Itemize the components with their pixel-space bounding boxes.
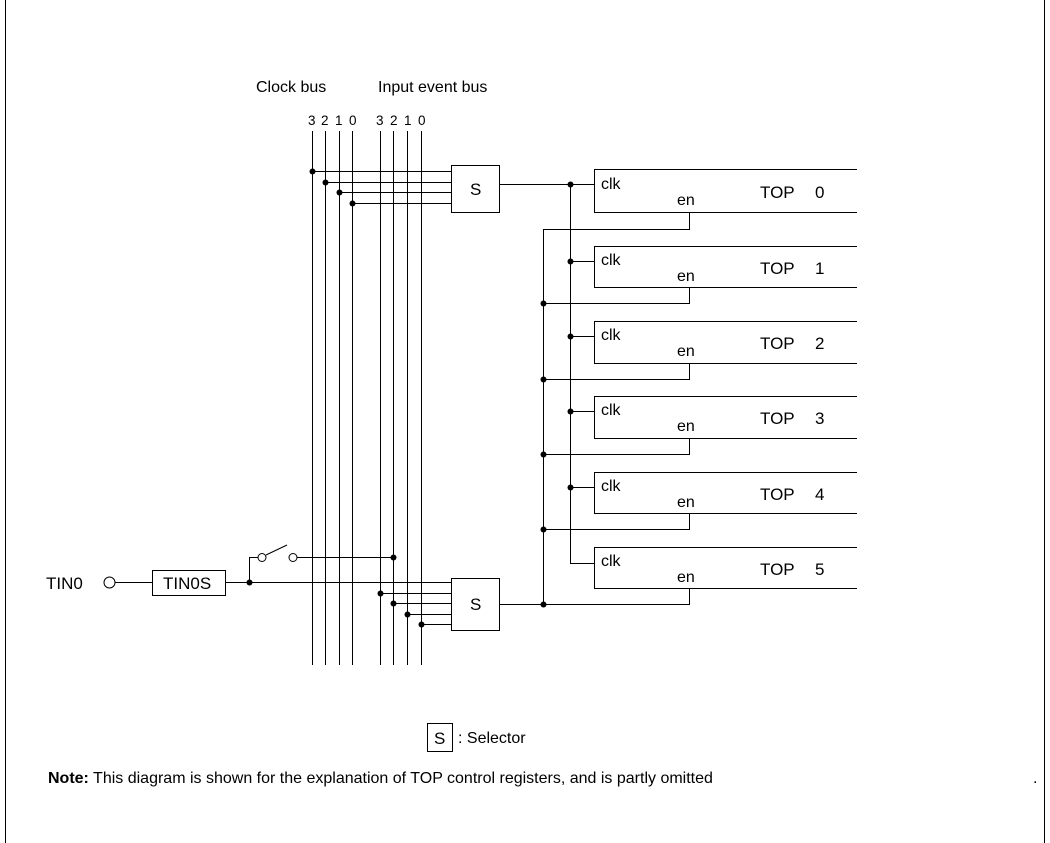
bus-bit-label: 2 bbox=[390, 113, 398, 128]
bus-bit-label: 3 bbox=[376, 113, 384, 128]
register-index: 2 bbox=[815, 334, 824, 353]
bus-bit-labels: 3 2 1 0 3 2 1 0 bbox=[308, 113, 426, 128]
bus-bit-label: 1 bbox=[335, 113, 343, 128]
frame-border bbox=[5, 0, 1045, 843]
clk-label: clk bbox=[601, 553, 622, 570]
selector-legend: S : Selector bbox=[427, 723, 526, 752]
top-register-0: clk en TOP 0 bbox=[594, 169, 857, 230]
register-name: TOP bbox=[760, 259, 795, 278]
register-index: 4 bbox=[815, 485, 824, 504]
note-label: Note: bbox=[48, 770, 89, 787]
en-label: en bbox=[677, 343, 695, 360]
tin0s-label: TIN0S bbox=[163, 574, 211, 593]
clock-selector-label: S bbox=[470, 180, 481, 199]
clk-label: clk bbox=[601, 176, 622, 193]
top-register-1: clk en TOP 1 bbox=[594, 246, 857, 304]
note-text: Note: This diagram is shown for the expl… bbox=[48, 770, 1048, 788]
legend-selector-symbol-box bbox=[427, 723, 453, 752]
register-name: TOP bbox=[760, 334, 795, 353]
en-label: en bbox=[677, 418, 695, 435]
legend-symbol: S bbox=[434, 729, 445, 748]
register-index: 0 bbox=[815, 183, 824, 202]
register-name: TOP bbox=[760, 409, 795, 428]
bus-bit-label: 1 bbox=[404, 113, 412, 128]
top-register-3: clk en TOP 3 bbox=[594, 396, 857, 455]
enable-selector-box bbox=[451, 578, 500, 631]
en-label: en bbox=[677, 569, 695, 586]
en-label: en bbox=[677, 192, 695, 209]
note-trailing-period: . bbox=[1033, 770, 1038, 787]
note-body: This diagram is shown for the explanatio… bbox=[88, 770, 713, 787]
clock-selector-box bbox=[451, 165, 500, 213]
legend-text: : Selector bbox=[458, 730, 526, 747]
bus-bit-label: 0 bbox=[418, 113, 426, 128]
tin0-label: TIN0 bbox=[46, 574, 83, 593]
register-name: TOP bbox=[760, 183, 795, 202]
top-register-4: clk en TOP 4 bbox=[594, 472, 857, 530]
bottom-selector-inputs bbox=[377, 590, 451, 628]
tin0s-box bbox=[152, 570, 226, 596]
register-index: 1 bbox=[815, 259, 824, 278]
top-register-2: clk en TOP 2 bbox=[594, 321, 857, 380]
input-event-bus-label: Input event bus bbox=[378, 79, 487, 96]
bus-bit-label: 3 bbox=[308, 113, 316, 128]
clock-bus-lines bbox=[312, 131, 353, 665]
input-event-bus-lines bbox=[380, 131, 422, 665]
en-label: en bbox=[677, 268, 695, 285]
register-index: 5 bbox=[815, 560, 824, 579]
enable-selector-label: S bbox=[470, 595, 481, 614]
tin0-pin-icon bbox=[103, 576, 116, 589]
clock-bus-label: Clock bus bbox=[256, 79, 326, 96]
bus-bit-label: 0 bbox=[349, 113, 357, 128]
clk-label: clk bbox=[601, 252, 622, 269]
top-register-5: clk en TOP 5 bbox=[594, 547, 857, 605]
top-selector-inputs bbox=[309, 168, 451, 207]
clk-label: clk bbox=[601, 327, 622, 344]
enable-distribution bbox=[500, 229, 689, 608]
bus-bit-label: 2 bbox=[321, 113, 329, 128]
en-label: en bbox=[677, 494, 695, 511]
clk-label: clk bbox=[601, 402, 622, 419]
switch-contact-icon bbox=[257, 553, 267, 562]
clk-label: clk bbox=[601, 478, 622, 495]
tin0-input-path: TIN0 TIN0S bbox=[46, 544, 451, 596]
register-name: TOP bbox=[760, 560, 795, 579]
switch-contact-icon bbox=[288, 553, 298, 562]
clock-distribution bbox=[499, 181, 594, 564]
register-index: 3 bbox=[815, 409, 824, 428]
register-name: TOP bbox=[760, 485, 795, 504]
